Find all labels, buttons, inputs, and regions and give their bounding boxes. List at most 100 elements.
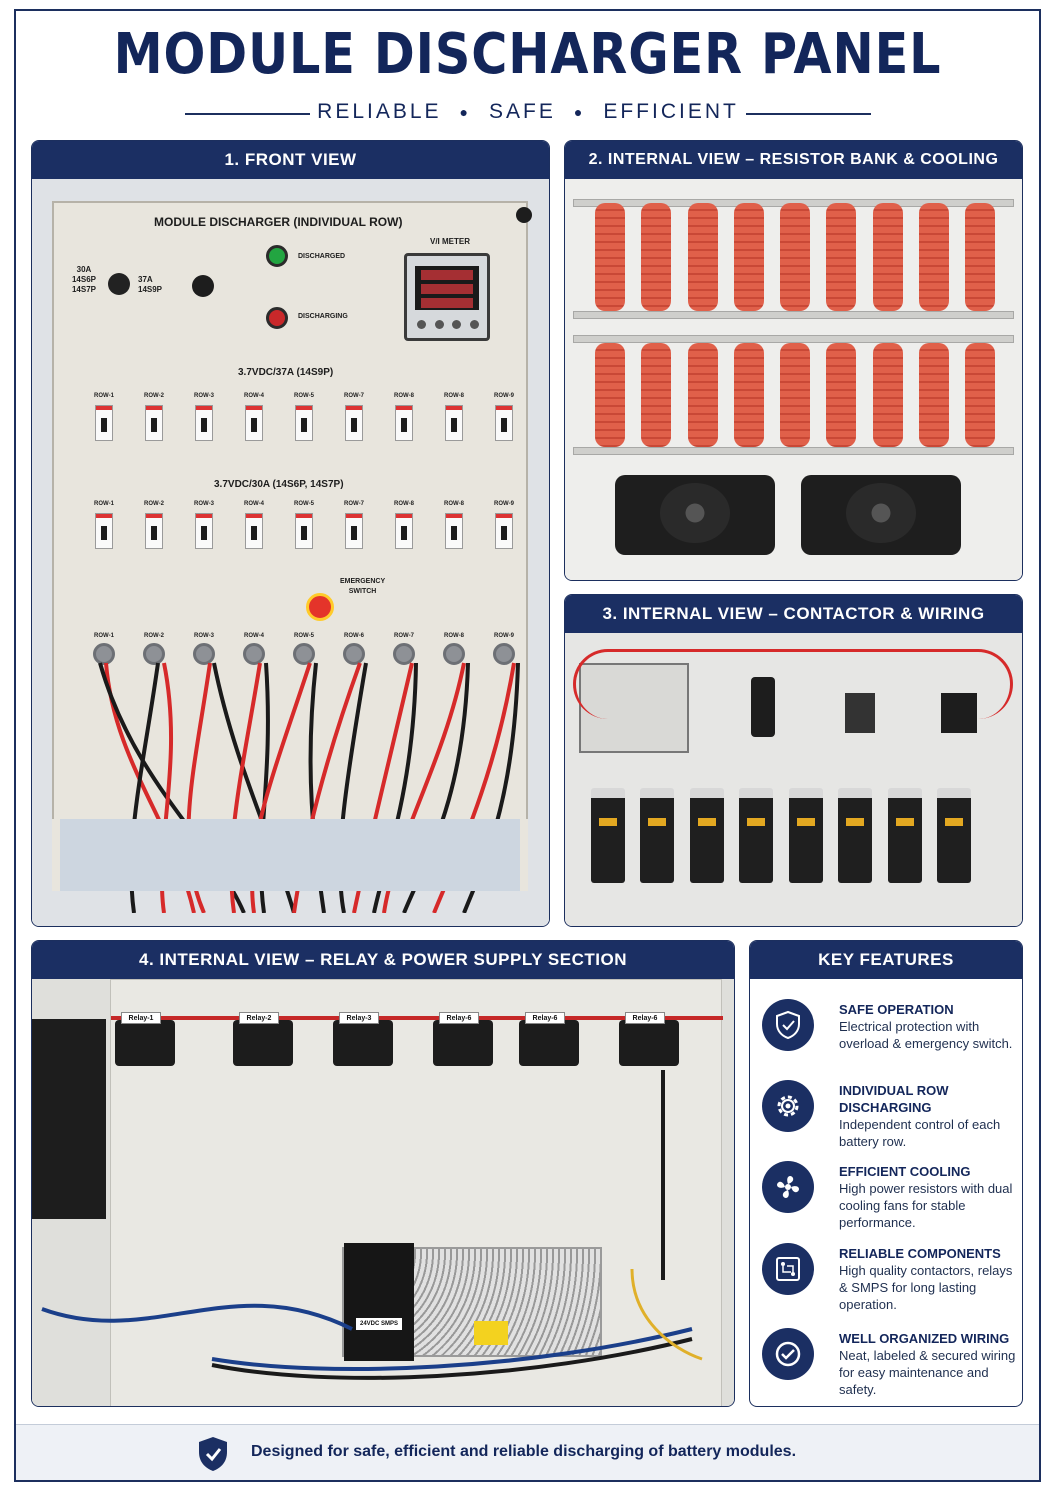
selector-label-14s9p: 14S9P [138, 285, 163, 294]
contactor-view-panel: 3. INTERNAL VIEW – CONTACTOR & WIRING [564, 594, 1023, 927]
fuse-holder-icon [751, 677, 775, 737]
breaker-label: ROW-9 [494, 501, 514, 507]
emergency-label-line2: SWITCH [348, 588, 377, 595]
breaker: ROW-8 [434, 393, 474, 441]
feature-title: WELL ORGANIZED WIRING [839, 1331, 1010, 1346]
smps-warning-sticker [474, 1321, 508, 1345]
breaker-switch-icon [495, 405, 513, 441]
feature-desc: Neat, labeled & secured wiring for easy … [839, 1348, 1016, 1397]
feature-desc: Independent control of each battery row. [839, 1117, 1001, 1149]
selector-right-labels: 37A 14S9P [138, 275, 162, 295]
breaker: ROW-3 [184, 501, 224, 549]
breaker-switch-icon [395, 513, 413, 549]
gland-label: ROW-7 [394, 633, 414, 639]
cooling-fan-icon [801, 475, 961, 555]
gland-label: ROW-4 [244, 633, 264, 639]
breaker-label: ROW-1 [94, 501, 114, 507]
breaker-label: ROW-8 [394, 501, 414, 507]
footer-text: Designed for safe, efficient and reliabl… [251, 1443, 797, 1460]
breaker-label: ROW-8 [394, 393, 414, 399]
front-view-panel: 1. FRONT VIEW MODULE DISCHARGER (INDIVID… [31, 140, 550, 927]
relay-icon: Relay-1 [115, 1012, 175, 1066]
cable-gland: ROW-8 [434, 633, 474, 665]
gland-label: ROW-8 [444, 633, 464, 639]
breaker-label: ROW-7 [344, 501, 364, 507]
tagline-safe: SAFE [489, 100, 556, 123]
meter-label: V/I METER [430, 237, 471, 246]
resistor-coil-icon [641, 203, 672, 311]
selector-label-37a: 37A [138, 275, 153, 284]
gland-label: ROW-1 [94, 633, 114, 639]
relay-view-heading: 4. INTERNAL VIEW – RELAY & POWER SUPPLY … [32, 941, 734, 979]
cable-gland-icon [93, 643, 115, 665]
feature-item: EFFICIENT COOLING High power resistors w… [750, 1151, 1022, 1231]
check-circle-icon [762, 1328, 814, 1380]
breaker-label: ROW-2 [144, 393, 164, 399]
tagline-efficient: EFFICIENT [603, 100, 739, 123]
breaker: ROW-4 [234, 393, 274, 441]
breaker: ROW-2 [134, 501, 174, 549]
smps-unit: 24VDC SMPS [342, 1243, 602, 1361]
vi-meter [404, 253, 490, 341]
fan-icon [762, 1161, 814, 1213]
breaker-label: ROW-4 [244, 501, 264, 507]
gland-label: ROW-2 [144, 633, 164, 639]
resistor-coil-icon [595, 203, 625, 311]
cooling-fan-icon [615, 475, 775, 555]
cable-gland-icon [343, 643, 365, 665]
contactor-icon [640, 788, 675, 883]
breaker: ROW-8 [384, 393, 424, 441]
red-indicator-lamp-icon [266, 307, 288, 329]
contactor-icon [689, 788, 724, 883]
relay-tag: Relay-6 [625, 1012, 665, 1024]
gland-label: ROW-6 [344, 633, 364, 639]
feature-item: RELIABLE COMPONENTS High quality contact… [750, 1233, 1022, 1313]
relay-tag: Relay-2 [239, 1012, 279, 1024]
poster-title: MODULE DISCHARGER PANEL [113, 22, 942, 87]
breaker: ROW-8 [434, 501, 474, 549]
breaker-switch-icon [195, 513, 213, 549]
relay-icon: Relay-6 [433, 1012, 493, 1066]
feature-title: INDIVIDUAL ROW DISCHARGING [839, 1083, 949, 1115]
power-cables [41, 1268, 703, 1380]
cable-gland-icon [443, 643, 465, 665]
breaker: ROW-3 [184, 393, 224, 441]
terminal-connector-icon [845, 693, 875, 733]
resistor-view-panel: 2. INTERNAL VIEW – RESISTOR BANK & COOLI… [564, 140, 1023, 581]
gear-icon [762, 1080, 814, 1132]
breaker: ROW-4 [234, 501, 274, 549]
feature-item: INDIVIDUAL ROW DISCHARGING Independent c… [750, 1070, 1022, 1150]
cable-gland: ROW-5 [284, 633, 324, 665]
resistor-coil-icon [687, 203, 718, 311]
front-view-image: MODULE DISCHARGER (INDIVIDUAL ROW) 30A 1… [32, 179, 549, 926]
breaker-switch-icon [95, 405, 113, 441]
resistor-coil-icon [780, 343, 810, 447]
contactor-icon [838, 788, 873, 883]
resistor-coil-icon [733, 343, 764, 447]
breaker: ROW-9 [484, 501, 524, 549]
tagline-reliable: RELIABLE [317, 100, 442, 123]
resistor-rack-rail [573, 311, 1014, 319]
feature-item: WELL ORGANIZED WIRING Neat, labeled & se… [750, 1318, 1022, 1398]
breaker-switch-icon [245, 513, 263, 549]
gland-label: ROW-9 [494, 633, 514, 639]
breaker: ROW-7 [334, 501, 374, 549]
breaker-switch-icon [145, 405, 163, 441]
breaker-switch-icon [145, 513, 163, 549]
resistor-coil-icon [780, 203, 810, 311]
tagline-row: RELIABLE●SAFE●EFFICIENT [185, 100, 871, 128]
breaker: ROW-8 [384, 501, 424, 549]
resistor-coil-icon [918, 203, 949, 311]
cable-gland: ROW-7 [384, 633, 424, 665]
breaker-label: ROW-7 [344, 393, 364, 399]
contactor-icon [591, 788, 625, 883]
circuit-board-icon [762, 1243, 814, 1295]
feature-desc: High power resistors with dual cooling f… [839, 1181, 1013, 1230]
relay-tag: Relay-6 [439, 1012, 479, 1024]
front-view-heading: 1. FRONT VIEW [32, 141, 549, 179]
tagline-divider-right [746, 113, 871, 115]
meter-buttons [417, 320, 479, 330]
relay-view-image: Relay-1 Relay-2 Relay-3 Relay-6 Relay-6 … [32, 979, 734, 1406]
feature-title: EFFICIENT COOLING [839, 1164, 971, 1179]
cable-gland: ROW-4 [234, 633, 274, 665]
